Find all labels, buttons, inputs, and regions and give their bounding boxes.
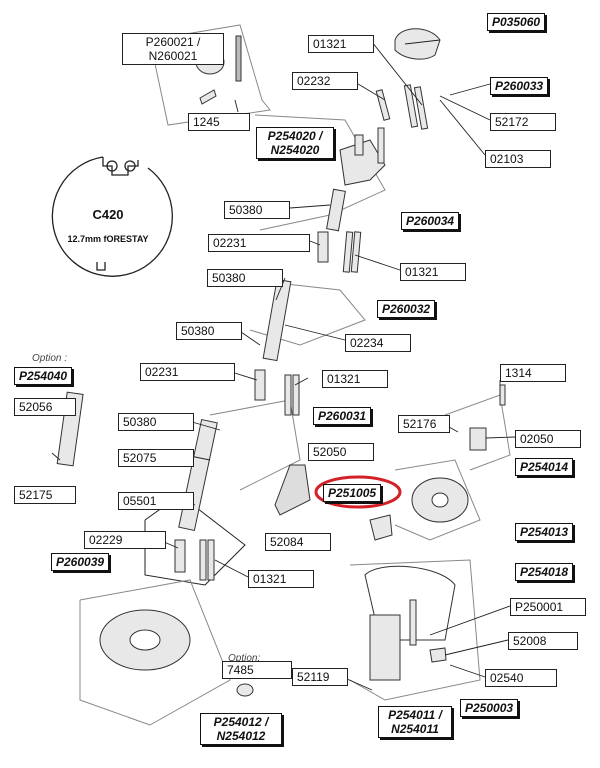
label-p260032: P260032 [377, 300, 436, 318]
label-02229: 02229 [84, 531, 166, 549]
c420-subtitle: 12.7mm fORESTAY [48, 232, 168, 246]
label-05501: 05501 [118, 492, 194, 510]
part-7485 [236, 683, 254, 697]
label-p250003: P250003 [460, 699, 519, 717]
label-50380-c: 50380 [176, 322, 242, 340]
label-p254011-line1: P254011 / [388, 708, 442, 722]
highlight-ellipse [314, 475, 402, 509]
part-52075 [178, 418, 218, 532]
label-p254011: P254011 / N254011 [378, 706, 452, 738]
label-p254012-line2: N254012 [216, 729, 266, 743]
part-02231-b [254, 369, 266, 401]
part-p254011 [369, 614, 401, 681]
panel-drum-left [79, 579, 231, 726]
label-p254012: P254012 / N254012 [200, 713, 282, 745]
label-52084: 52084 [265, 533, 331, 551]
label-50380-a: 50380 [224, 201, 290, 219]
panel-right [349, 559, 481, 701]
label-02231-b: 02231 [140, 363, 235, 381]
label-52050: 52050 [308, 443, 374, 461]
c420-title-text: C420 [92, 207, 124, 222]
label-p260021-line1: P260021 / [145, 35, 201, 49]
panel-bushing [444, 394, 511, 471]
label-p260034: P260034 [401, 212, 460, 230]
part-52084 [274, 464, 311, 516]
label-p260031: P260031 [313, 407, 372, 425]
label-1245: 1245 [188, 113, 250, 131]
label-52119: 52119 [292, 668, 348, 686]
part-02229 [174, 539, 186, 573]
label-p260021-line2: N260021 [148, 49, 198, 63]
panel-mid [249, 279, 366, 346]
part-52056 [56, 391, 84, 467]
panel-lower [209, 399, 301, 491]
label-p254040: P254040 [14, 367, 73, 385]
part-p254018 [364, 565, 456, 641]
label-p260021: P260021 / N260021 [122, 33, 224, 65]
label-02232: 02232 [292, 72, 358, 90]
label-52172: 52172 [490, 113, 556, 131]
label-02103: 02103 [485, 150, 551, 168]
label-p260039: P260039 [51, 553, 110, 571]
label-p254020-line2: N254020 [270, 143, 320, 157]
label-p254011-line2: N254011 [391, 722, 439, 736]
label-50380-d: 50380 [118, 413, 194, 431]
label-p035060: P035060 [487, 13, 546, 31]
label-p254020: P254020 / N254020 [256, 127, 334, 159]
label-p254014: P254014 [515, 458, 574, 476]
label-01321-b: 01321 [400, 263, 466, 281]
label-01321-top: 01321 [308, 35, 374, 53]
panel-center [254, 114, 386, 231]
option-label-left: Option : [32, 353, 68, 364]
label-52175: 52175 [14, 486, 76, 504]
part-50380-a [326, 188, 346, 232]
panel-drum-right [394, 459, 481, 541]
c420-profile [51, 156, 173, 277]
label-p254013: P254013 [515, 523, 574, 541]
part-p035060 [394, 28, 441, 60]
part-02231-a [317, 231, 329, 263]
label-02540: 02540 [485, 669, 557, 687]
label-p254018: P254018 [515, 563, 574, 581]
part-02234 [262, 278, 292, 362]
part-1245 [235, 35, 242, 82]
c420-subtitle-text: 12.7mm fORESTAY [67, 234, 149, 244]
label-52075: 52075 [118, 449, 194, 467]
label-02234: 02234 [345, 334, 411, 352]
label-1314: 1314 [500, 364, 566, 382]
part-small-pin [199, 89, 217, 105]
label-50380-b: 50380 [207, 269, 283, 287]
label-p254020-line1: P254020 / [267, 129, 323, 143]
label-p260033: P260033 [490, 77, 549, 95]
part-52008 [429, 647, 447, 663]
label-p254012-line1: P254012 / [213, 715, 269, 729]
label-p250001: P250001 [510, 598, 586, 616]
option-label-bottom: Option: [228, 653, 261, 664]
label-01321-d: 01321 [248, 570, 314, 588]
part-p254020 [339, 139, 386, 186]
label-p251005: P251005 [323, 484, 382, 502]
label-52176: 52176 [398, 415, 450, 433]
part-02050 [469, 427, 487, 451]
label-02050: 02050 [515, 430, 581, 448]
label-01321-c: 01321 [322, 370, 388, 388]
label-52056: 52056 [14, 398, 76, 416]
label-7485: 7485 [222, 661, 292, 679]
label-52008: 52008 [508, 632, 578, 650]
c420-title: C420 [73, 208, 143, 222]
panel-top-left [149, 24, 271, 126]
part-p251005 [369, 514, 393, 541]
label-02231-a: 02231 [208, 234, 310, 252]
